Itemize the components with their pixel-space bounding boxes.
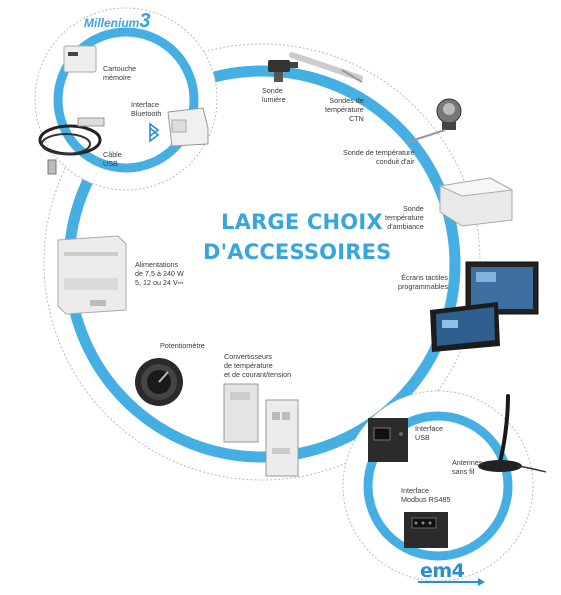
title-line-2: D'ACCESSOIRES: [203, 240, 392, 264]
converters-image: [223, 383, 299, 477]
em4-ring: [363, 411, 513, 561]
label-light-sensor: Sonde lumière: [262, 86, 286, 104]
label-wireless-antennas: Antennes sans fil: [452, 458, 483, 476]
usb-cable-image: [38, 117, 105, 175]
em4-logo-accent: [418, 578, 485, 586]
potentiometer-image: [135, 358, 183, 406]
label-modbus-interface: Interface Modbus RS485: [401, 486, 451, 504]
millenium-logo: Millenium3: [84, 10, 150, 33]
ctn-sensors-image: [289, 52, 363, 83]
label-ctn-sensors: Sondes de température CTN: [325, 96, 364, 123]
duct-sensor-image: [407, 98, 462, 143]
label-ambient-sensor: Sonde température d'ambiance: [385, 204, 424, 231]
millenium-logo-number: 3: [139, 10, 151, 32]
label-potentiometer: Potentiomètre: [160, 341, 205, 350]
usb-interface-image: [368, 418, 408, 462]
power-supply-image: [57, 235, 127, 315]
light-sensor-image: [268, 60, 298, 82]
antenna-image: [478, 394, 547, 473]
label-converters: Convertisseurs de température et de cour…: [224, 352, 292, 379]
touch-screens-image: [430, 261, 539, 352]
label-memory-cartridge: Cartouche mémoire: [103, 64, 137, 82]
modbus-interface-image: [404, 512, 448, 548]
millenium-ring: [53, 27, 199, 173]
bluetooth-icon: [149, 122, 160, 143]
bluetooth-interface-image: [167, 107, 209, 147]
label-usb-interface: Interface USB: [415, 424, 443, 442]
ambient-sensor-image: [438, 177, 514, 227]
millenium-logo-text: Millenium: [84, 16, 140, 30]
title-line-1: LARGE CHOIX: [221, 210, 383, 234]
em4-logo: em4: [420, 560, 465, 582]
memory-cartridge-image: [63, 45, 97, 73]
label-bluetooth-interface: Interface Bluetooth: [131, 100, 162, 118]
label-usb-cable: Câble USB: [103, 150, 122, 168]
label-duct-sensor: Sonde de température conduit d'air: [343, 148, 415, 166]
label-power-supplies: Alimentations de 7,5 à 240 W 5, 12 ou 24…: [135, 260, 184, 287]
label-touch-screens: Écrans tactiles programmables: [398, 273, 448, 291]
